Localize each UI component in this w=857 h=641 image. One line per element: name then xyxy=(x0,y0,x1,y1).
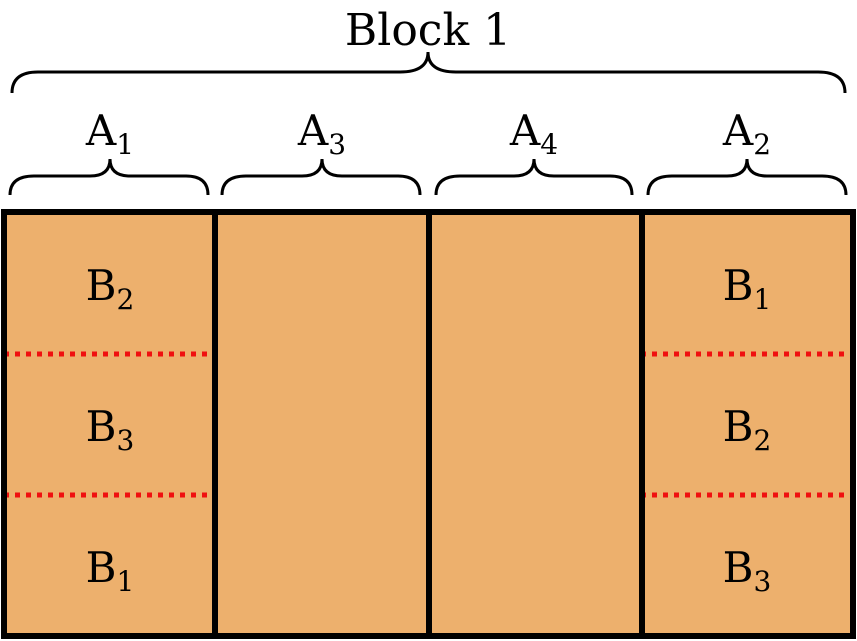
block-label: Block 1 xyxy=(345,5,511,56)
block-brace xyxy=(10,51,847,94)
column-header-a2: A2 xyxy=(646,106,848,196)
column-label-a1-subscript: 1 xyxy=(116,128,134,161)
column-label-a4: A xyxy=(509,106,541,155)
cell-label-a2-row2: B2 xyxy=(723,402,772,457)
cell-label-a2-row1: B1 xyxy=(723,261,772,316)
column-header-a1: A1 xyxy=(8,106,210,196)
cell-label-a1-row2: B3 xyxy=(86,402,135,457)
cell-label-a1-row3: B1 xyxy=(86,543,135,598)
cell-label-a2-row3: B3 xyxy=(723,543,772,598)
svg-text:A1: A1 xyxy=(85,106,134,161)
column-label-a1: A xyxy=(85,106,117,155)
svg-text:A3: A3 xyxy=(297,106,346,161)
column-brace-a2 xyxy=(646,158,848,196)
column-label-a4-subscript: 4 xyxy=(540,128,558,161)
column-brace-a4 xyxy=(434,158,634,196)
column-header-a4: A4 xyxy=(434,106,634,196)
svg-text:A2: A2 xyxy=(722,106,771,161)
column-brace-a3 xyxy=(220,158,422,196)
column-label-a2-subscript: 2 xyxy=(753,128,771,161)
row-dividers xyxy=(4,351,853,498)
svg-text:A4: A4 xyxy=(509,106,558,161)
column-brace-a1 xyxy=(8,158,210,196)
column-header-a3: A3 xyxy=(220,106,422,196)
column-label-a2: A xyxy=(722,106,754,155)
block-borders xyxy=(1,209,856,639)
block-outline xyxy=(1,209,856,639)
column-label-a3: A xyxy=(297,106,329,155)
column-label-a3-subscript: 3 xyxy=(328,128,346,161)
cell-label-a1-row1: B2 xyxy=(86,261,135,316)
